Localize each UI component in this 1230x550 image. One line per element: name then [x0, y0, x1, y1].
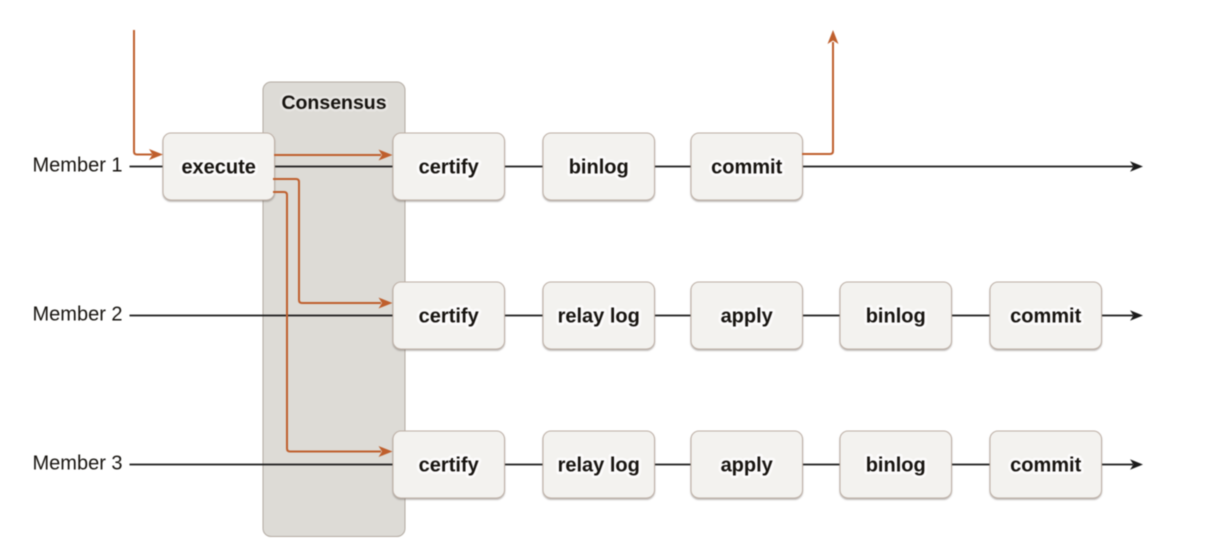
svg-text:certify: certify [419, 455, 480, 477]
svg-text:relay log: relay log [558, 306, 640, 328]
svg-text:apply: apply [721, 455, 774, 477]
svg-text:execute: execute [181, 157, 256, 179]
svg-text:certify: certify [419, 157, 480, 179]
svg-text:binlog: binlog [866, 455, 926, 477]
svg-text:commit: commit [711, 157, 782, 179]
svg-text:Consensus: Consensus [281, 92, 386, 114]
svg-text:Consensus: Consensus [281, 92, 386, 114]
svg-text:commit: commit [1010, 306, 1081, 328]
svg-text:certify: certify [419, 306, 480, 328]
svg-text:commit: commit [711, 157, 782, 179]
svg-text:relay log: relay log [558, 455, 640, 477]
svg-text:certify: certify [419, 306, 480, 328]
svg-text:relay log: relay log [558, 455, 640, 477]
svg-text:binlog: binlog [569, 157, 629, 179]
svg-text:commit: commit [1010, 455, 1081, 477]
svg-text:Member 2: Member 2 [33, 304, 123, 326]
svg-text:relay log: relay log [558, 306, 640, 328]
svg-text:apply: apply [721, 306, 774, 328]
svg-text:apply: apply [721, 306, 774, 328]
svg-text:certify: certify [419, 455, 480, 477]
svg-text:execute: execute [181, 157, 256, 179]
svg-text:Member 1: Member 1 [33, 155, 123, 177]
svg-text:apply: apply [721, 455, 774, 477]
svg-text:binlog: binlog [866, 306, 926, 328]
svg-text:binlog: binlog [569, 157, 629, 179]
svg-text:commit: commit [1010, 306, 1081, 328]
svg-text:binlog: binlog [866, 455, 926, 477]
svg-text:Member 3: Member 3 [33, 453, 123, 475]
svg-text:certify: certify [419, 157, 480, 179]
svg-text:commit: commit [1010, 455, 1081, 477]
svg-text:binlog: binlog [866, 306, 926, 328]
